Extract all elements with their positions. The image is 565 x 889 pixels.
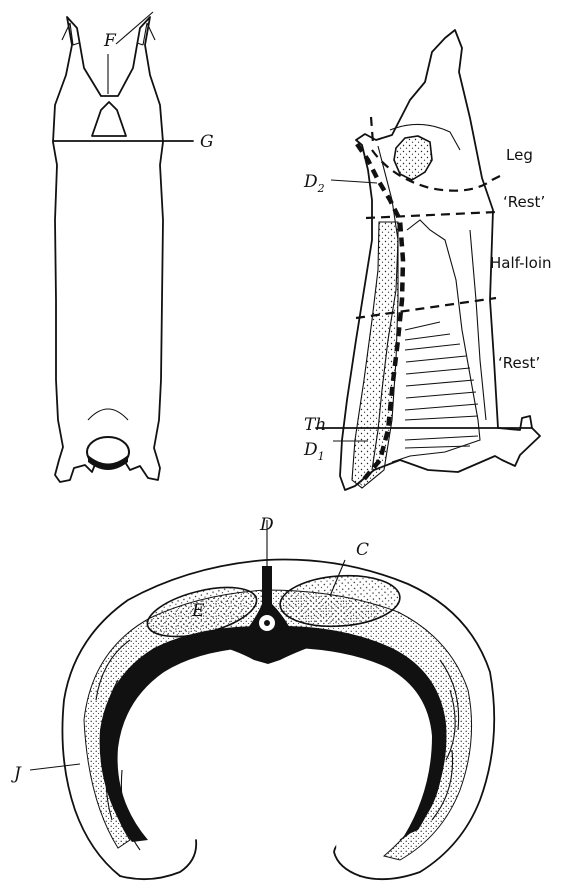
label-j: J bbox=[11, 764, 22, 784]
cross-section: D C E J bbox=[11, 515, 494, 879]
cross-section-left-end bbox=[120, 840, 196, 879]
label-f: F bbox=[103, 31, 117, 51]
j-pointer bbox=[30, 764, 80, 770]
label-g: G bbox=[200, 132, 214, 152]
spinal-cord bbox=[264, 620, 270, 626]
carcass-side-inner-2 bbox=[392, 220, 480, 462]
carcass-front-neck bbox=[88, 409, 128, 420]
label-d2: D2 bbox=[303, 172, 325, 195]
label-leg: Leg bbox=[506, 146, 533, 164]
carcass-side: Leg ‘Rest’ Half-loin ‘Rest’ Th D2 D1 bbox=[303, 30, 552, 490]
cavity-interior bbox=[124, 656, 425, 860]
label-d1: D1 bbox=[303, 440, 325, 463]
cut-line-rest-upper bbox=[366, 212, 496, 218]
label-c: C bbox=[356, 540, 369, 560]
label-rest-upper: ‘Rest’ bbox=[503, 193, 545, 211]
label-half-loin: Half-loin bbox=[490, 254, 552, 272]
carcass-front: F G bbox=[53, 12, 214, 482]
cut-line-top bbox=[371, 117, 373, 143]
carcass-front-pelvis bbox=[92, 102, 126, 136]
label-rest-lower: ‘Rest’ bbox=[498, 354, 540, 372]
label-th: Th bbox=[304, 415, 326, 435]
backfat-column bbox=[352, 222, 398, 488]
label-d: D bbox=[259, 515, 274, 535]
ribs-hatching bbox=[405, 322, 478, 448]
label-e: E bbox=[191, 601, 205, 621]
aitch-bone bbox=[394, 136, 432, 180]
